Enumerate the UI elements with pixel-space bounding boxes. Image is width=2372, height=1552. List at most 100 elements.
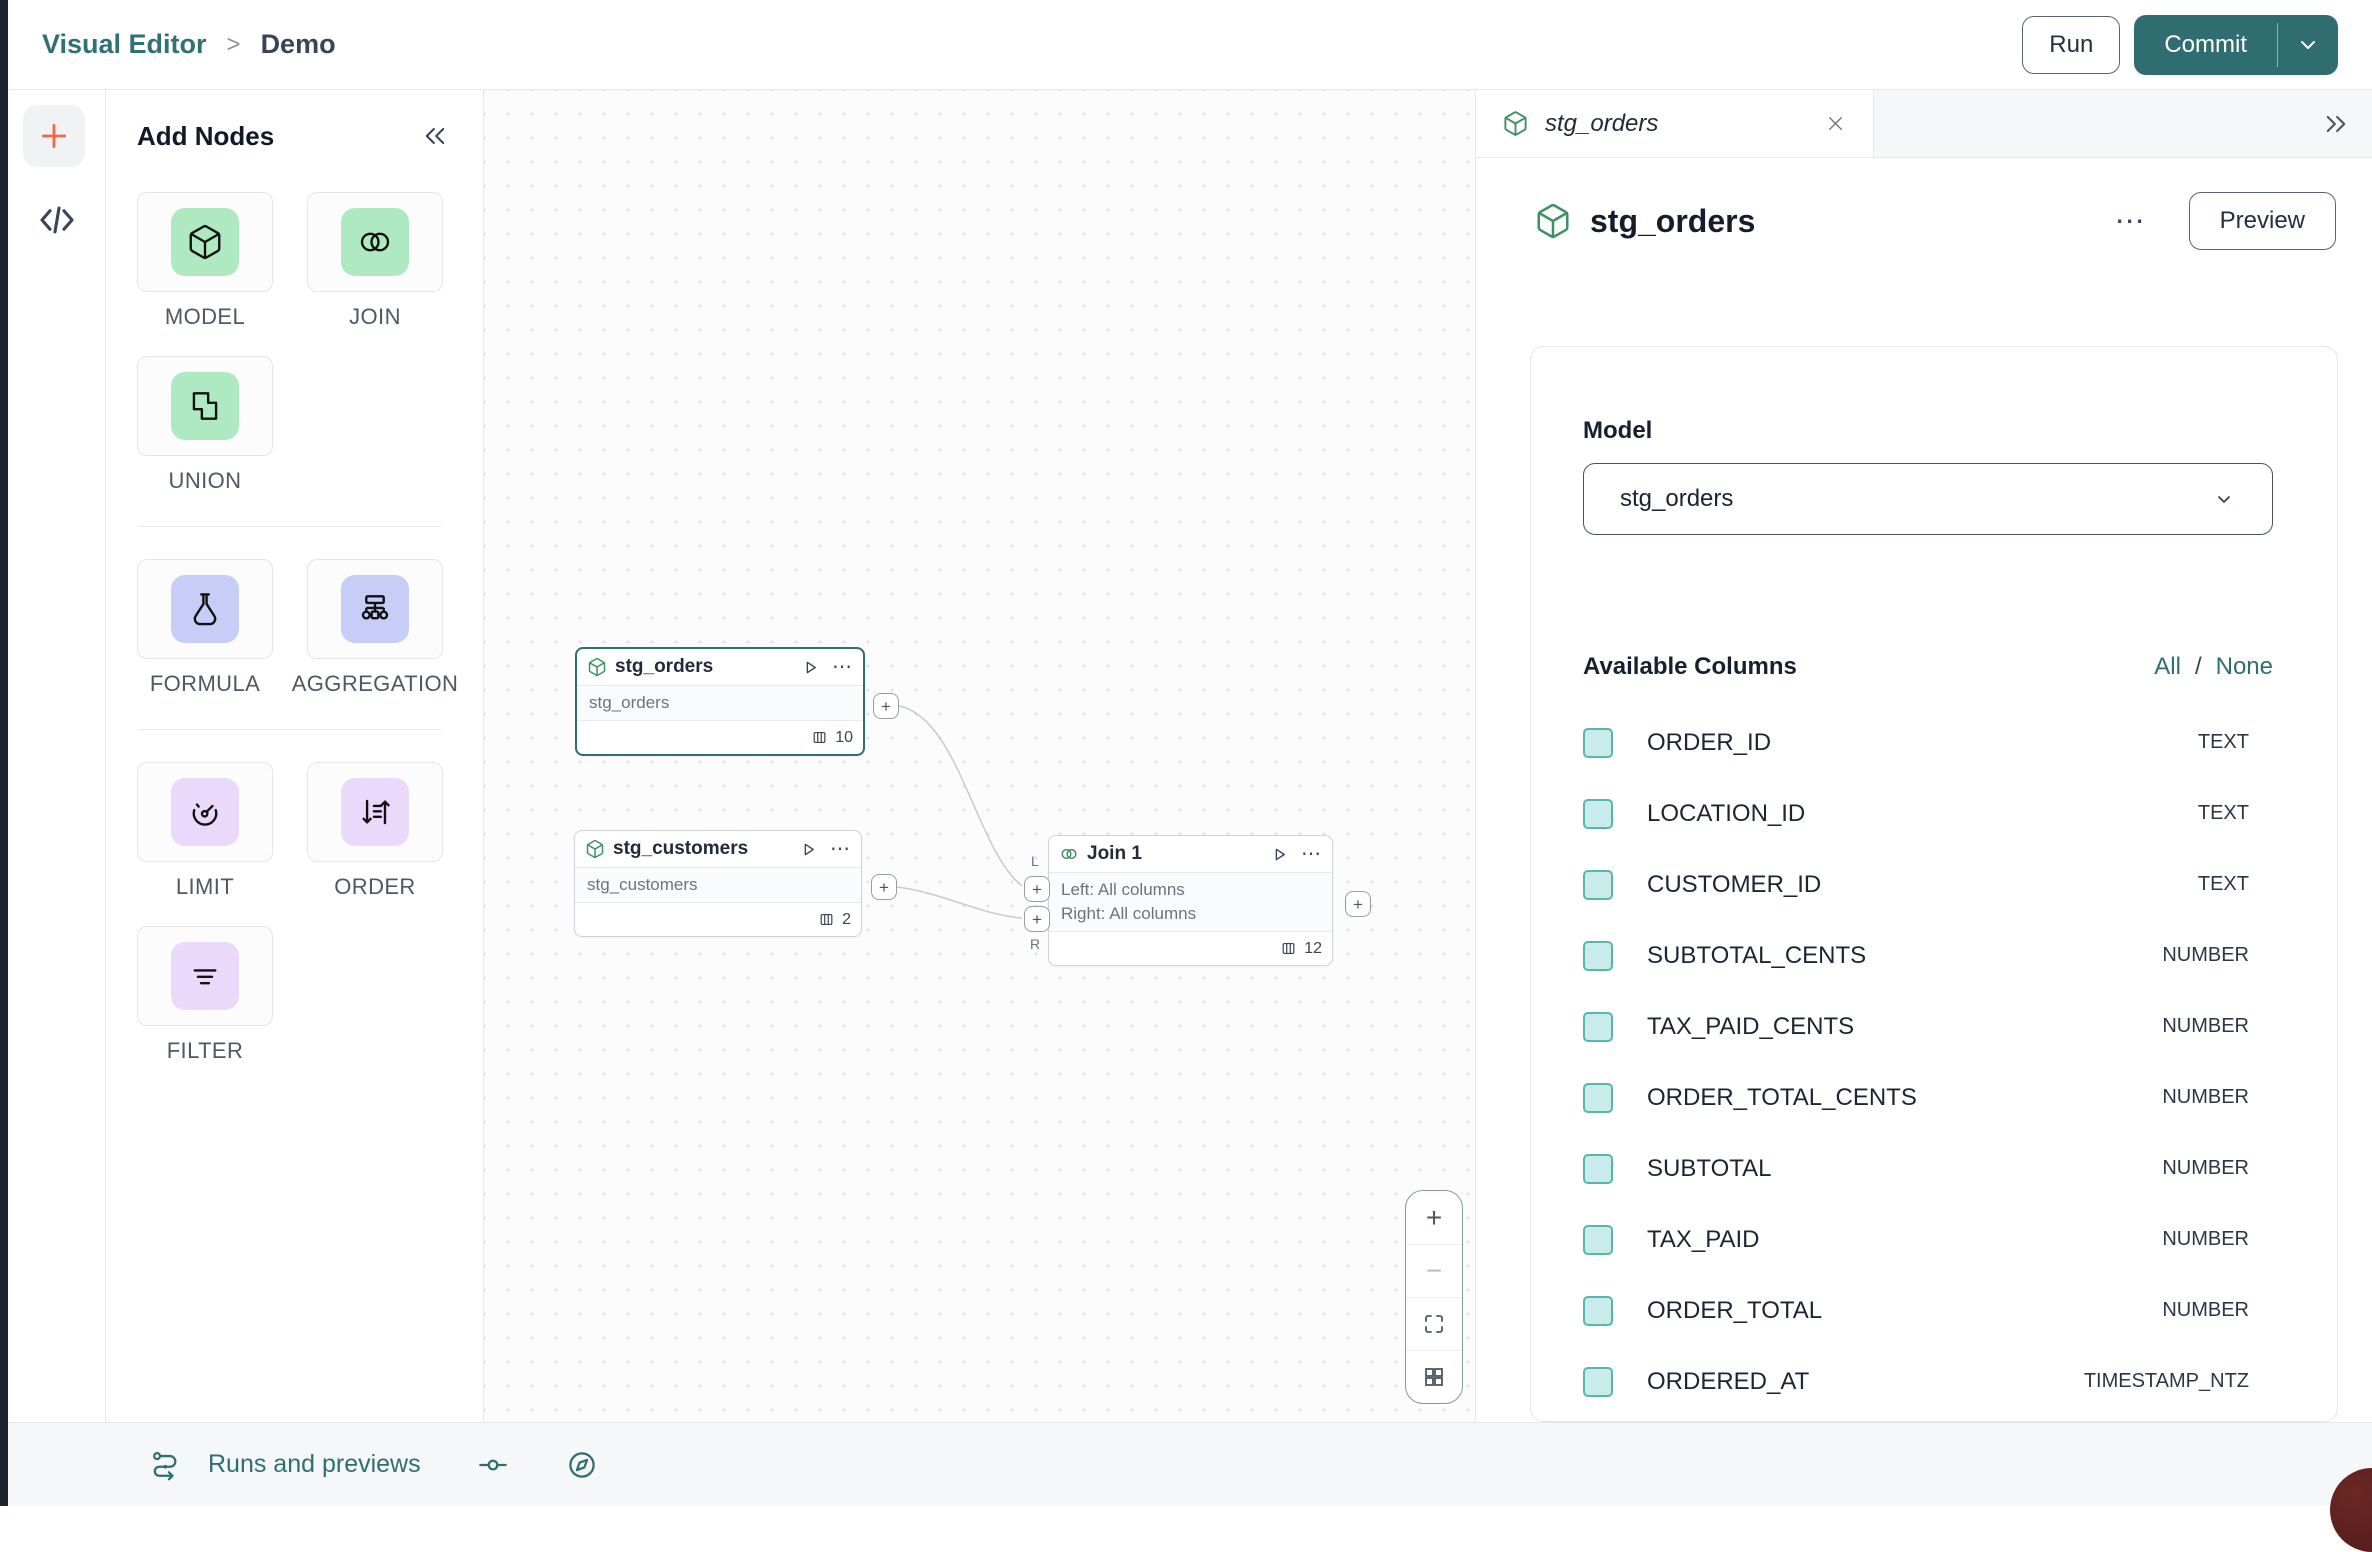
column-checkbox[interactable]: [1583, 1366, 1613, 1397]
column-checkbox[interactable]: [1583, 1082, 1613, 1113]
canvas-node-join-1[interactable]: Join 1 ⋯ Left: All columns Right: All co…: [1048, 835, 1333, 966]
column-checkbox[interactable]: [1583, 1295, 1613, 1326]
double-chevron-right-icon: [2326, 115, 2346, 133]
column-row: ORDER_ID TEXT: [1583, 707, 2273, 778]
port-join-left-input[interactable]: +: [1024, 876, 1050, 902]
order-sort-icon: [362, 799, 390, 825]
collapse-panel-button[interactable]: [417, 118, 453, 154]
chevron-down-icon: [2301, 40, 2315, 49]
grid-layout-icon: [1425, 1368, 1443, 1386]
port-join-right-input[interactable]: +: [1024, 906, 1050, 932]
column-name: TAX_PAID_CENTS: [1647, 1012, 1855, 1040]
zoom-in-icon: +: [1425, 1201, 1443, 1233]
model-select[interactable]: stg_orders: [1583, 463, 2273, 535]
fit-view-icon: [1425, 1315, 1443, 1333]
column-checkbox[interactable]: [1583, 798, 1613, 829]
run-button-label: Run: [2049, 30, 2094, 58]
column-checkbox[interactable]: [1583, 1153, 1613, 1184]
add-nodes-panel: Add Nodes MODEL JOIN UNION: [106, 90, 484, 1422]
tab-stg-orders[interactable]: stg_orders: [1476, 90, 1874, 157]
commit-dropdown-button[interactable]: [2278, 15, 2338, 75]
close-tab-button[interactable]: [1824, 112, 1847, 135]
panel-title: stg_orders: [1590, 202, 1756, 239]
play-icon[interactable]: [801, 658, 820, 677]
canvas-node-stg-orders[interactable]: stg_orders ⋯ stg_orders 10: [575, 647, 865, 756]
palette-item-formula[interactable]: FORMULA: [137, 559, 273, 697]
node-menu-icon[interactable]: ⋯: [1301, 843, 1322, 865]
column-type: TEXT: [2197, 731, 2249, 753]
aggregation-tree-icon: [361, 595, 389, 620]
palette-item-aggregation[interactable]: AGGREGATION: [292, 559, 458, 697]
palette-item-join[interactable]: JOIN: [307, 192, 443, 330]
column-checkbox[interactable]: [1583, 1224, 1613, 1255]
port-stg-customers-output[interactable]: +: [871, 874, 897, 900]
breadcrumb-visual-editor[interactable]: Visual Editor: [42, 29, 207, 59]
model-field-label: Model: [1583, 417, 1653, 444]
column-row: ORDER_TOTAL NUMBER: [1583, 1275, 2273, 1346]
palette-item-union[interactable]: UNION: [137, 356, 273, 494]
columns-icon: [813, 731, 826, 744]
node-menu-icon[interactable]: ⋯: [832, 656, 853, 678]
chevron-down-icon: [2218, 496, 2230, 503]
play-icon[interactable]: [799, 840, 818, 859]
expand-panel-button[interactable]: [2322, 110, 2350, 138]
port-stg-orders-output[interactable]: +: [873, 693, 899, 719]
columns-icon: [1282, 942, 1295, 955]
node-menu-icon[interactable]: ⋯: [830, 838, 851, 860]
column-row: TAX_PAID NUMBER: [1583, 1204, 2273, 1275]
git-commit-icon[interactable]: [477, 1449, 509, 1481]
filter-lines-icon: [193, 969, 217, 985]
collapsed-nav-edge: [0, 0, 8, 1506]
canvas-zoom-controls: + −: [1405, 1190, 1463, 1404]
column-checkbox[interactable]: [1583, 1011, 1613, 1042]
model-select-value: stg_orders: [1620, 485, 1734, 512]
runs-and-previews-label[interactable]: Runs and previews: [208, 1450, 421, 1478]
column-checkbox[interactable]: [1583, 869, 1613, 900]
column-name: ORDER_TOTAL_CENTS: [1647, 1083, 1917, 1111]
commit-button[interactable]: Commit: [2134, 15, 2277, 75]
node-subtitle: stg_customers: [587, 875, 698, 894]
join-circles-icon: [360, 232, 390, 252]
column-name: ORDERED_AT: [1647, 1367, 1810, 1395]
column-checkbox[interactable]: [1583, 727, 1613, 758]
select-all-link[interactable]: All: [2154, 653, 2181, 680]
column-row: CUSTOMER_ID TEXT: [1583, 849, 2273, 920]
add-node-tool-button[interactable]: [23, 105, 85, 167]
zoom-out-button[interactable]: −: [1406, 1244, 1462, 1297]
flow-canvas[interactable]: stg_orders ⋯ stg_orders 10 stg_customers…: [484, 90, 1475, 1422]
column-type: NUMBER: [2162, 1157, 2249, 1179]
select-none-link[interactable]: None: [2215, 653, 2273, 680]
model-cube-icon: [189, 224, 221, 260]
palette-label-union: UNION: [168, 468, 242, 493]
palette-label-join: JOIN: [349, 304, 401, 329]
palette-item-model[interactable]: MODEL: [137, 192, 273, 330]
palette-label-model: MODEL: [164, 304, 246, 329]
columns-list: ORDER_ID TEXT LOCATION_ID TEXT CUSTOMER_…: [1583, 707, 2273, 1417]
palette-label-limit: LIMIT: [175, 874, 235, 899]
node-column-count: 2: [842, 910, 851, 928]
fit-view-button[interactable]: [1406, 1297, 1462, 1350]
run-button[interactable]: Run: [2022, 15, 2121, 74]
palette-item-limit[interactable]: LIMIT: [137, 762, 273, 900]
auto-layout-button[interactable]: [1406, 1350, 1462, 1403]
palette-label-formula: FORMULA: [149, 671, 261, 696]
column-name: TAX_PAID: [1647, 1225, 1760, 1253]
column-type: TIMESTAMP_NTZ: [2083, 1370, 2249, 1392]
play-icon[interactable]: [1270, 845, 1289, 864]
compass-icon[interactable]: [565, 1448, 599, 1482]
column-type: NUMBER: [2162, 1299, 2249, 1321]
panel-menu-icon[interactable]: ⋯: [2114, 204, 2147, 238]
column-checkbox[interactable]: [1583, 940, 1613, 971]
code-view-button[interactable]: [32, 198, 82, 242]
canvas-node-stg-customers[interactable]: stg_customers ⋯ stg_customers 2: [574, 830, 862, 937]
port-join-output[interactable]: +: [1345, 891, 1371, 917]
runs-route-icon[interactable]: [150, 1449, 182, 1481]
palette-item-filter[interactable]: FILTER: [137, 926, 273, 1064]
model-cube-icon: [588, 657, 606, 677]
palette-divider: [139, 526, 441, 527]
zoom-in-button[interactable]: +: [1406, 1191, 1462, 1244]
preview-button[interactable]: Preview: [2188, 192, 2336, 250]
join-left-config: Left: All columns: [1061, 880, 1185, 899]
palette-item-order[interactable]: ORDER: [307, 762, 443, 900]
top-bar: Visual Editor > Demo Run Commit: [8, 0, 2372, 90]
